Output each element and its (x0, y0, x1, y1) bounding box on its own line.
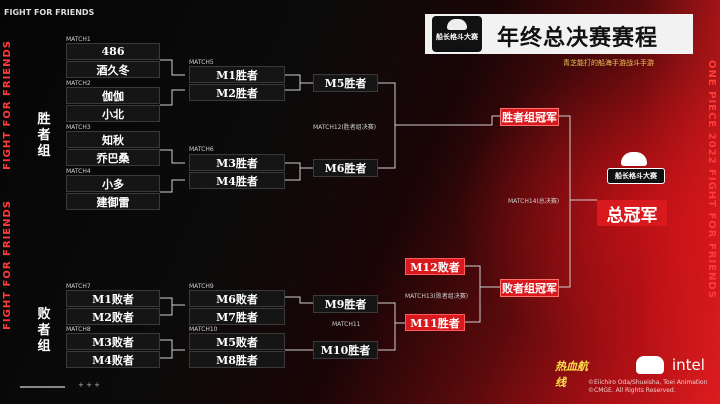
match12-player-a[interactable]: M5胜者 (313, 74, 378, 92)
match13-player-b[interactable]: M11胜者 (405, 314, 465, 331)
match1-player-b[interactable]: 酒久冬 (66, 61, 160, 78)
match8-label: MATCH8 (66, 326, 91, 333)
match11-player-b[interactable]: M10胜者 (313, 341, 378, 359)
bottom-bar (20, 386, 65, 388)
trophy-logo-text: 船长格斗大赛 (607, 168, 665, 184)
subtitle: 青芝能打的船海手游战斗手游 (563, 59, 654, 67)
losers-champion-tag[interactable]: 败者组冠军 (500, 279, 559, 297)
brand-left-logo: 热血航线 (555, 360, 588, 389)
losers-group-label: 败者组 (37, 307, 51, 354)
match1-label: MATCH1 (66, 36, 91, 43)
match5-player-a[interactable]: M1胜者 (189, 66, 285, 83)
match10-player-b[interactable]: M8胜者 (189, 351, 285, 368)
match2-player-a[interactable]: 伽伽 (66, 87, 160, 104)
bottom-left-text: + + + (78, 381, 101, 389)
match12-player-b[interactable]: M6胜者 (313, 159, 378, 177)
match4-player-a[interactable]: 小多 (66, 175, 160, 192)
match14-label: MATCH14(总决赛) (508, 198, 560, 205)
match10-label: MATCH10 (189, 326, 218, 333)
match2-player-b[interactable]: 小北 (66, 105, 160, 122)
match9-player-b[interactable]: M7胜者 (189, 308, 285, 325)
match2-label: MATCH2 (66, 80, 91, 87)
match7-player-b[interactable]: M2败者 (66, 308, 160, 325)
match5-label: MATCH5 (189, 59, 214, 66)
match1-player-a[interactable]: 486 (66, 43, 160, 60)
match4-player-b[interactable]: 建御雷 (66, 193, 160, 210)
match5-player-b[interactable]: M2胜者 (189, 84, 285, 101)
copyright: ©Eiichiro Oda/Shueisha, Toei Animation ©… (588, 379, 707, 395)
logo-text: 船长格斗大赛 (436, 33, 478, 41)
skull-logo (636, 356, 664, 374)
top-left-text: FIGHT FOR FRIENDS (4, 8, 95, 17)
copyright-line2: ©CMGE. All Rights Reserved. (588, 387, 676, 394)
winners-champion-tag[interactable]: 胜者组冠军 (500, 108, 559, 126)
match12-label: MATCH12(胜者组决赛) (313, 124, 377, 131)
match6-player-a[interactable]: M3胜者 (189, 154, 285, 171)
match8-player-a[interactable]: M3败者 (66, 333, 160, 350)
match9-label: MATCH9 (189, 283, 214, 290)
match8-player-b[interactable]: M4败者 (66, 351, 160, 368)
match13-player-a[interactable]: M12败者 (405, 258, 465, 275)
side-text-right: ONE PIECE 2022 FIGHT FOR FRIENDS (706, 60, 717, 299)
match6-player-b[interactable]: M4胜者 (189, 172, 285, 189)
match11-player-a[interactable]: M9胜者 (313, 295, 378, 313)
winners-group-label: 胜者组 (37, 112, 51, 159)
match10-player-a[interactable]: M5败者 (189, 333, 285, 350)
logo: 船长格斗大赛 (432, 16, 482, 52)
grand-champion-tag[interactable]: 总冠军 (597, 200, 667, 226)
match3-label: MATCH3 (66, 124, 91, 131)
copyright-line1: ©Eiichiro Oda/Shueisha, Toei Animation (588, 379, 708, 386)
match6-label: MATCH6 (189, 146, 214, 153)
match7-player-a[interactable]: M1败者 (66, 290, 160, 307)
match7-label: MATCH7 (66, 283, 91, 290)
page-title: 年终总决赛赛程 (497, 25, 659, 51)
match3-player-a[interactable]: 知秋 (66, 131, 160, 148)
match11-label: MATCH11 (332, 321, 361, 328)
match4-label: MATCH4 (66, 168, 91, 175)
match9-player-a[interactable]: M6败者 (189, 290, 285, 307)
match13-label: MATCH13(败者组决赛) (405, 293, 469, 300)
match3-player-b[interactable]: 乔巴桑 (66, 149, 160, 166)
trophy-logo: 船长格斗大赛 (603, 150, 667, 190)
intel-logo: intel (672, 356, 705, 374)
